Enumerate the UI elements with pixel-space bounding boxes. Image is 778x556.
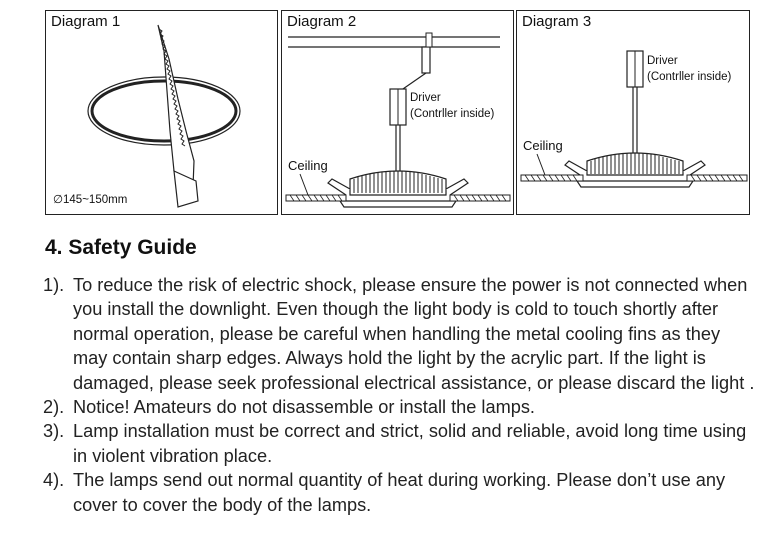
diagram-3-drawing: Driver (Contrller inside) Ceiling [520, 50, 748, 188]
driver-label: Driver [410, 92, 441, 104]
list-item: 4). The lamps send out normal quantity o… [43, 468, 758, 517]
diagram-2-panel: Diagram 2 Driver (Contrller inside) [281, 10, 514, 215]
item-number: 4). [43, 470, 65, 491]
ceiling-label: Ceiling [288, 158, 328, 173]
diagram-1-drawing: ∅145~150mm [53, 24, 241, 208]
downlight-icon [564, 152, 706, 188]
ceiling-label: Ceiling [523, 138, 563, 153]
driver-sub-label: (Contrller inside) [647, 71, 732, 83]
diagram-3-panel: Diagram 3 Driver (Contrller inside) Ceil… [516, 10, 750, 215]
driver-box-icon [626, 50, 644, 88]
saw-icon [157, 24, 199, 208]
diameter-label: ∅145~150mm [53, 194, 127, 206]
item-number: 1). [43, 275, 65, 295]
ceiling-slab [520, 174, 748, 182]
ceiling-slab [285, 194, 511, 202]
diagram-2-drawing: Driver (Contrller inside) Ceiling [285, 32, 511, 208]
driver-box-icon [389, 88, 407, 126]
driver-label: Driver [647, 55, 678, 67]
section-title: 4. Safety Guide [45, 236, 197, 259]
safety-guide-list: 1). To reduce the risk of electric shock… [43, 273, 758, 517]
diagram-3-title: Diagram 3 [522, 13, 592, 30]
list-item: 1). To reduce the risk of electric shock… [43, 273, 758, 395]
item-number: 3). [43, 421, 65, 442]
driver-sub-label: (Contrller inside) [410, 108, 495, 120]
item-text: Notice! Amateurs do not disassemble or i… [73, 397, 535, 418]
item-text: Lamp installation must be correct and st… [73, 421, 747, 466]
downlight-icon [327, 170, 469, 208]
item-text: To reduce the risk of electric shock, pl… [73, 275, 755, 393]
diagram-1-title: Diagram 1 [51, 13, 121, 30]
list-item: 3). Lamp installation must be correct an… [43, 419, 758, 468]
list-item: 2). Notice! Amateurs do not disassemble … [43, 395, 758, 419]
diagram-2-title: Diagram 2 [287, 13, 357, 30]
item-text: The lamps send out normal quantity of he… [73, 470, 726, 515]
item-number: 2). [43, 397, 65, 418]
diagram-1-panel: Diagram 1 ∅145~150mm [45, 10, 278, 215]
